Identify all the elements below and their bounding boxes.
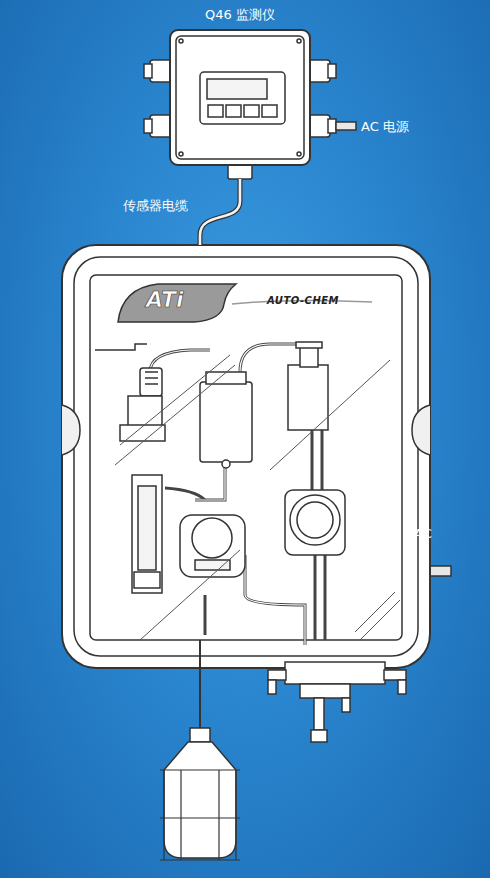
logo-text: ATi [146,287,183,312]
power-label: AC 电源 [361,118,409,136]
brand-name: AUTO-CHEM [267,295,339,306]
ac-label: AC [414,526,432,541]
sensor-cable [200,179,240,245]
cable-core [200,179,240,245]
monitor-title: Q46 监测仪 [205,6,275,24]
analyzer-panel: ATi AUTO-CHEM [62,245,430,668]
monitor-box: Q46 监测仪 [170,30,310,165]
cable-outline [200,179,240,245]
cable-label: 传感器电缆 [123,197,188,215]
